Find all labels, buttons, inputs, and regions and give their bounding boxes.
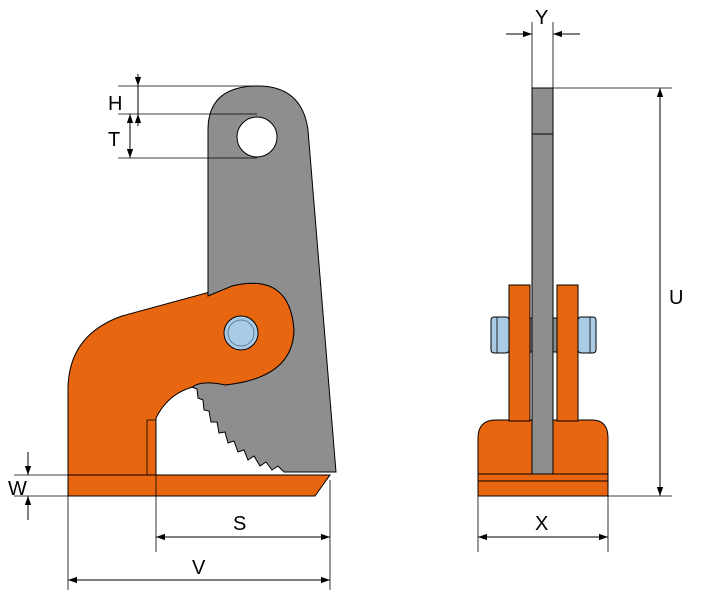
dim-label-x: X (535, 513, 548, 535)
dim-label-w: W (8, 478, 27, 500)
pivot-pin (223, 315, 259, 351)
cam-jaw-edge (531, 87, 554, 475)
base-plate (67, 474, 331, 497)
dim-label-s: S (233, 513, 246, 535)
pivot-pin-rim (227, 319, 255, 347)
dim-label-t: T (108, 129, 120, 151)
side-view (67, 85, 337, 497)
right-side-plate (556, 284, 579, 422)
dim-label-y: Y (535, 7, 548, 29)
lifting-eye-hole (236, 116, 278, 158)
body-slot-line (146, 419, 156, 475)
right-pin-cap (577, 316, 597, 354)
front-view (477, 87, 609, 497)
left-pin-cap (490, 316, 510, 354)
dim-label-v: V (192, 557, 206, 579)
cam-jaw (190, 85, 337, 473)
dim-label-u: U (669, 287, 683, 309)
dim-label-h: H (108, 93, 122, 115)
front-view-dimensions: Y U X (477, 7, 683, 552)
side-view-dimensions: H T W S V (8, 74, 331, 590)
left-side-plate (508, 284, 531, 422)
